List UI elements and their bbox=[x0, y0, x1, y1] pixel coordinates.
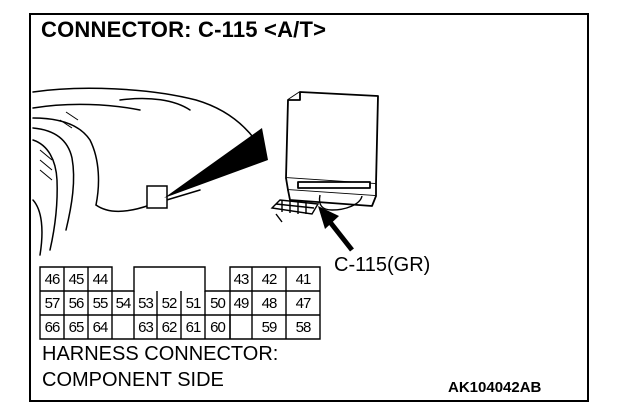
pin-52: 52 bbox=[161, 295, 178, 312]
pin-66: 66 bbox=[44, 319, 61, 336]
diagram-title: CONNECTOR: C-115 <A/T> bbox=[41, 17, 327, 42]
pin-54: 54 bbox=[115, 295, 132, 312]
pin-49: 49 bbox=[233, 295, 250, 312]
pointer-arrow bbox=[318, 206, 354, 252]
pin-42: 42 bbox=[261, 271, 278, 288]
steering-column-curve bbox=[32, 117, 100, 206]
dash-top-curve bbox=[32, 87, 263, 151]
caption-line-1: HARNESS CONNECTOR: bbox=[42, 343, 279, 365]
pin-46: 46 bbox=[44, 271, 61, 288]
pin-47: 47 bbox=[295, 295, 312, 312]
dash-inner-curve bbox=[32, 103, 141, 111]
pin-50: 50 bbox=[210, 295, 226, 312]
pin-60: 60 bbox=[210, 319, 226, 336]
pin-45: 45 bbox=[68, 271, 85, 288]
pin-62: 62 bbox=[161, 319, 178, 336]
dash-vent-curve bbox=[119, 97, 191, 111]
ecu-harness bbox=[270, 194, 363, 223]
diagram-frame bbox=[29, 13, 589, 402]
pin-43: 43 bbox=[233, 271, 250, 288]
dash-bottom-curve bbox=[32, 139, 58, 251]
dash-edge-curve bbox=[32, 199, 43, 256]
pin-64: 64 bbox=[92, 319, 109, 336]
figure-code: AK104042AB bbox=[448, 379, 542, 396]
pin-56: 56 bbox=[68, 295, 85, 312]
dash-hatching bbox=[39, 111, 79, 181]
pin-55: 55 bbox=[92, 295, 109, 312]
dash-lower-curve bbox=[32, 127, 75, 231]
caption-line-2: COMPONENT SIDE bbox=[42, 369, 224, 391]
pin-58: 58 bbox=[295, 319, 312, 336]
pin-44: 44 bbox=[92, 271, 109, 288]
pin-53: 53 bbox=[138, 295, 154, 312]
connector-callout-label: C-115(GR) bbox=[334, 254, 431, 276]
pin-51: 51 bbox=[185, 295, 202, 312]
pin-65: 65 bbox=[68, 319, 85, 336]
pin-41: 41 bbox=[295, 271, 312, 288]
pin-57: 57 bbox=[44, 295, 61, 312]
ecu-unit bbox=[285, 91, 379, 207]
leader-wedge bbox=[164, 128, 268, 198]
dash-connector-location bbox=[146, 185, 168, 209]
pin-48: 48 bbox=[261, 295, 278, 312]
pin-59: 59 bbox=[261, 319, 278, 336]
pin-63: 63 bbox=[138, 319, 154, 336]
pin-61: 61 bbox=[185, 319, 202, 336]
